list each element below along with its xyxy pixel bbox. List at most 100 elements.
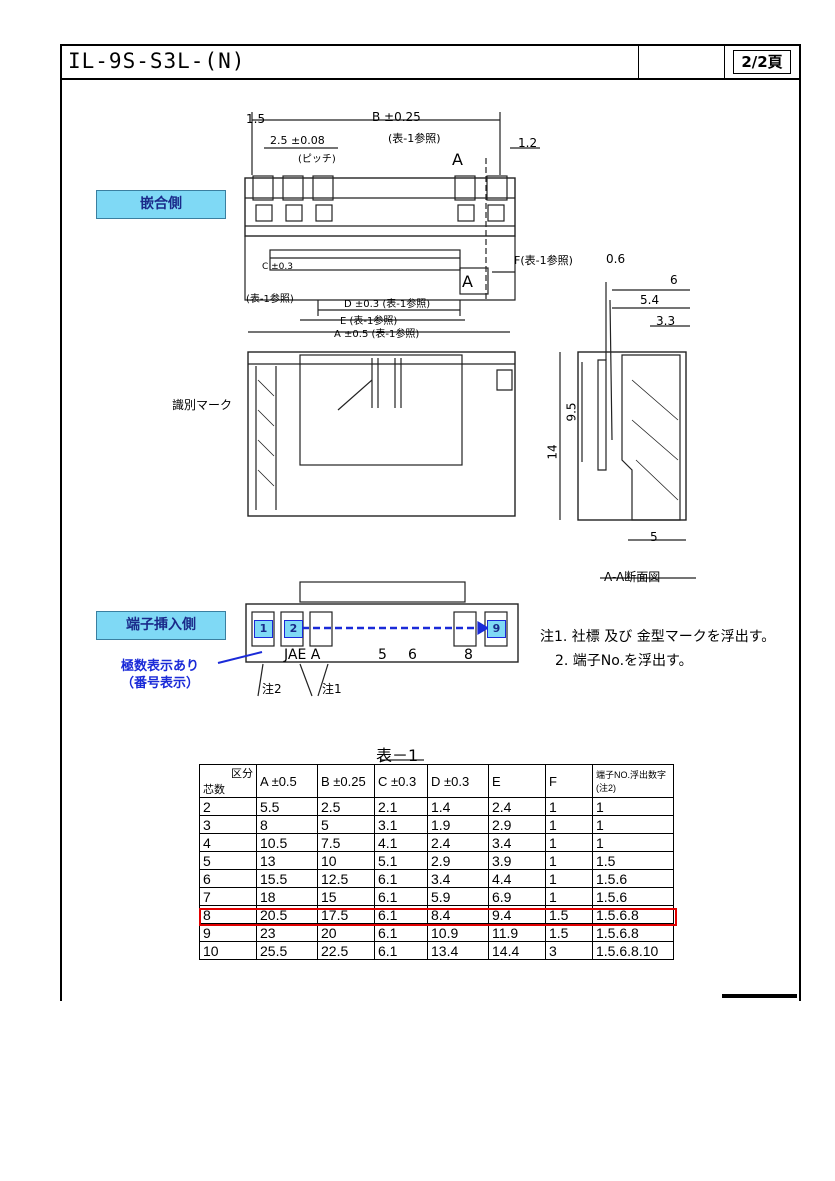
dim-3-3: 3.3 xyxy=(656,314,676,328)
table-cell: 6.1 xyxy=(374,869,428,888)
table-cell: 3.1 xyxy=(374,815,428,834)
table-cell: 15 xyxy=(317,887,375,906)
table-cell: 1.5.6.8.10 xyxy=(592,941,674,960)
table-cell: 1.5 xyxy=(592,851,674,870)
header-a: A ±0.5 xyxy=(256,764,318,798)
table-cell: 1 xyxy=(545,797,593,816)
table-title: 表－1 xyxy=(376,746,419,765)
bottom-rule xyxy=(722,994,797,998)
table-cell: 22.5 xyxy=(317,941,375,960)
dim-c-ref: (表-1参照) xyxy=(246,294,294,305)
pole-number-box-2: 2 xyxy=(284,620,303,638)
corner-top: 区分 xyxy=(231,768,253,780)
table-cell: 1 xyxy=(545,833,593,852)
note-ref-2: 注2 xyxy=(262,682,282,696)
table-cell: 5.1 xyxy=(374,851,428,870)
table-cell: 20 xyxy=(317,923,375,942)
dim-6: 6 xyxy=(670,273,678,287)
table-cell: 2.4 xyxy=(427,833,489,852)
logo-marking: JAE A xyxy=(284,647,321,663)
terminal-insert-side-label: 端子挿入側 xyxy=(96,611,226,640)
table-cell: 5.9 xyxy=(427,887,489,906)
table-cell: 6 xyxy=(199,869,257,888)
table-cell: 3.9 xyxy=(488,851,546,870)
table-cell: 2.9 xyxy=(427,851,489,870)
spec-table: 区分 芯数 A ±0.5 B ±0.25 C ±0.3 D ±0.3 E F 端… xyxy=(199,764,674,960)
table-cell: 3 xyxy=(199,815,257,834)
table-cell: 1 xyxy=(545,851,593,870)
table-cell: 9 xyxy=(199,923,257,942)
table-cell: 1.5 xyxy=(545,923,593,942)
part-number-title: IL-9S-S3L-(N) xyxy=(68,49,246,73)
table-cell: 5.5 xyxy=(256,797,318,816)
table-cell: 7.5 xyxy=(317,833,375,852)
table-cell: 15.5 xyxy=(256,869,318,888)
header-b: B ±0.25 xyxy=(317,764,375,798)
section-mark-top: A xyxy=(452,150,463,169)
table-cell: 6.9 xyxy=(488,887,546,906)
title-block-empty-cell xyxy=(638,46,725,78)
dim-d: D ±0.3 (表-1参照) xyxy=(344,299,431,310)
table-cell: 3.4 xyxy=(427,869,489,888)
drawing-sheet: IL-9S-S3L-(N) 2/2頁 xyxy=(60,44,801,1001)
table-cell: 25.5 xyxy=(256,941,318,960)
note-2: 2. 端子No.を浮出す。 xyxy=(555,653,693,669)
table-cell: 6.1 xyxy=(374,941,428,960)
table-cell: 12.5 xyxy=(317,869,375,888)
corner-bottom: 芯数 xyxy=(203,784,225,796)
table-cell: 3.4 xyxy=(488,833,546,852)
dim-b-ref: (表-1参照) xyxy=(388,132,441,145)
terminal-number-5: 5 xyxy=(378,647,387,663)
table-cell: 1.9 xyxy=(427,815,489,834)
table-cell: 13 xyxy=(256,851,318,870)
corner-cell: 区分 芯数 xyxy=(199,764,257,798)
table-cell: 6.1 xyxy=(374,923,428,942)
note-ref-1: 注1 xyxy=(322,682,342,696)
header-f: F xyxy=(545,764,593,798)
section-view-label: A-A断面図 xyxy=(604,570,661,584)
dim-e: E (表-1参照) xyxy=(340,316,398,327)
table-cell: 5 xyxy=(199,851,257,870)
table-header-row: 区分 芯数 A ±0.5 B ±0.25 C ±0.3 D ±0.3 E F 端… xyxy=(199,764,674,798)
table-cell: 23 xyxy=(256,923,318,942)
page-number-cell: 2/2頁 xyxy=(726,46,799,78)
table-cell: 13.4 xyxy=(427,941,489,960)
dim-5-4: 5.4 xyxy=(640,293,660,307)
section-mark-bottom: A xyxy=(462,272,473,291)
table-cell: 1.5.6.8 xyxy=(592,923,674,942)
table-cell: 1 xyxy=(592,815,674,834)
table-cell: 6.1 xyxy=(374,887,428,906)
table-cell: 4.1 xyxy=(374,833,428,852)
dim-5: 5 xyxy=(650,530,658,544)
header-d: D ±0.3 xyxy=(427,764,489,798)
table-cell: 2 xyxy=(199,797,257,816)
table-cell: 18 xyxy=(256,887,318,906)
header-c: C ±0.3 xyxy=(374,764,428,798)
table-cell: 2.5 xyxy=(317,797,375,816)
dim-0-6: 0.6 xyxy=(606,252,626,266)
table-cell: 11.9 xyxy=(488,923,546,942)
table-cell: 1 xyxy=(545,869,593,888)
table-cell: 1 xyxy=(592,833,674,852)
table-cell: 1 xyxy=(545,815,593,834)
table-cell: 10 xyxy=(199,941,257,960)
pole-display-note: 極数表示あり （番号表示） xyxy=(106,658,214,692)
table-cell: 2.1 xyxy=(374,797,428,816)
table-cell: 10.5 xyxy=(256,833,318,852)
table-cell: 1 xyxy=(592,797,674,816)
table-cell: 1 xyxy=(545,887,593,906)
dim-1-5: 1.5 xyxy=(246,112,266,126)
terminal-number-6: 6 xyxy=(408,647,417,663)
dim-14: 14 xyxy=(545,444,560,460)
dim-pitch-note: (ピッチ) xyxy=(298,154,336,165)
table-cell: 10.9 xyxy=(427,923,489,942)
